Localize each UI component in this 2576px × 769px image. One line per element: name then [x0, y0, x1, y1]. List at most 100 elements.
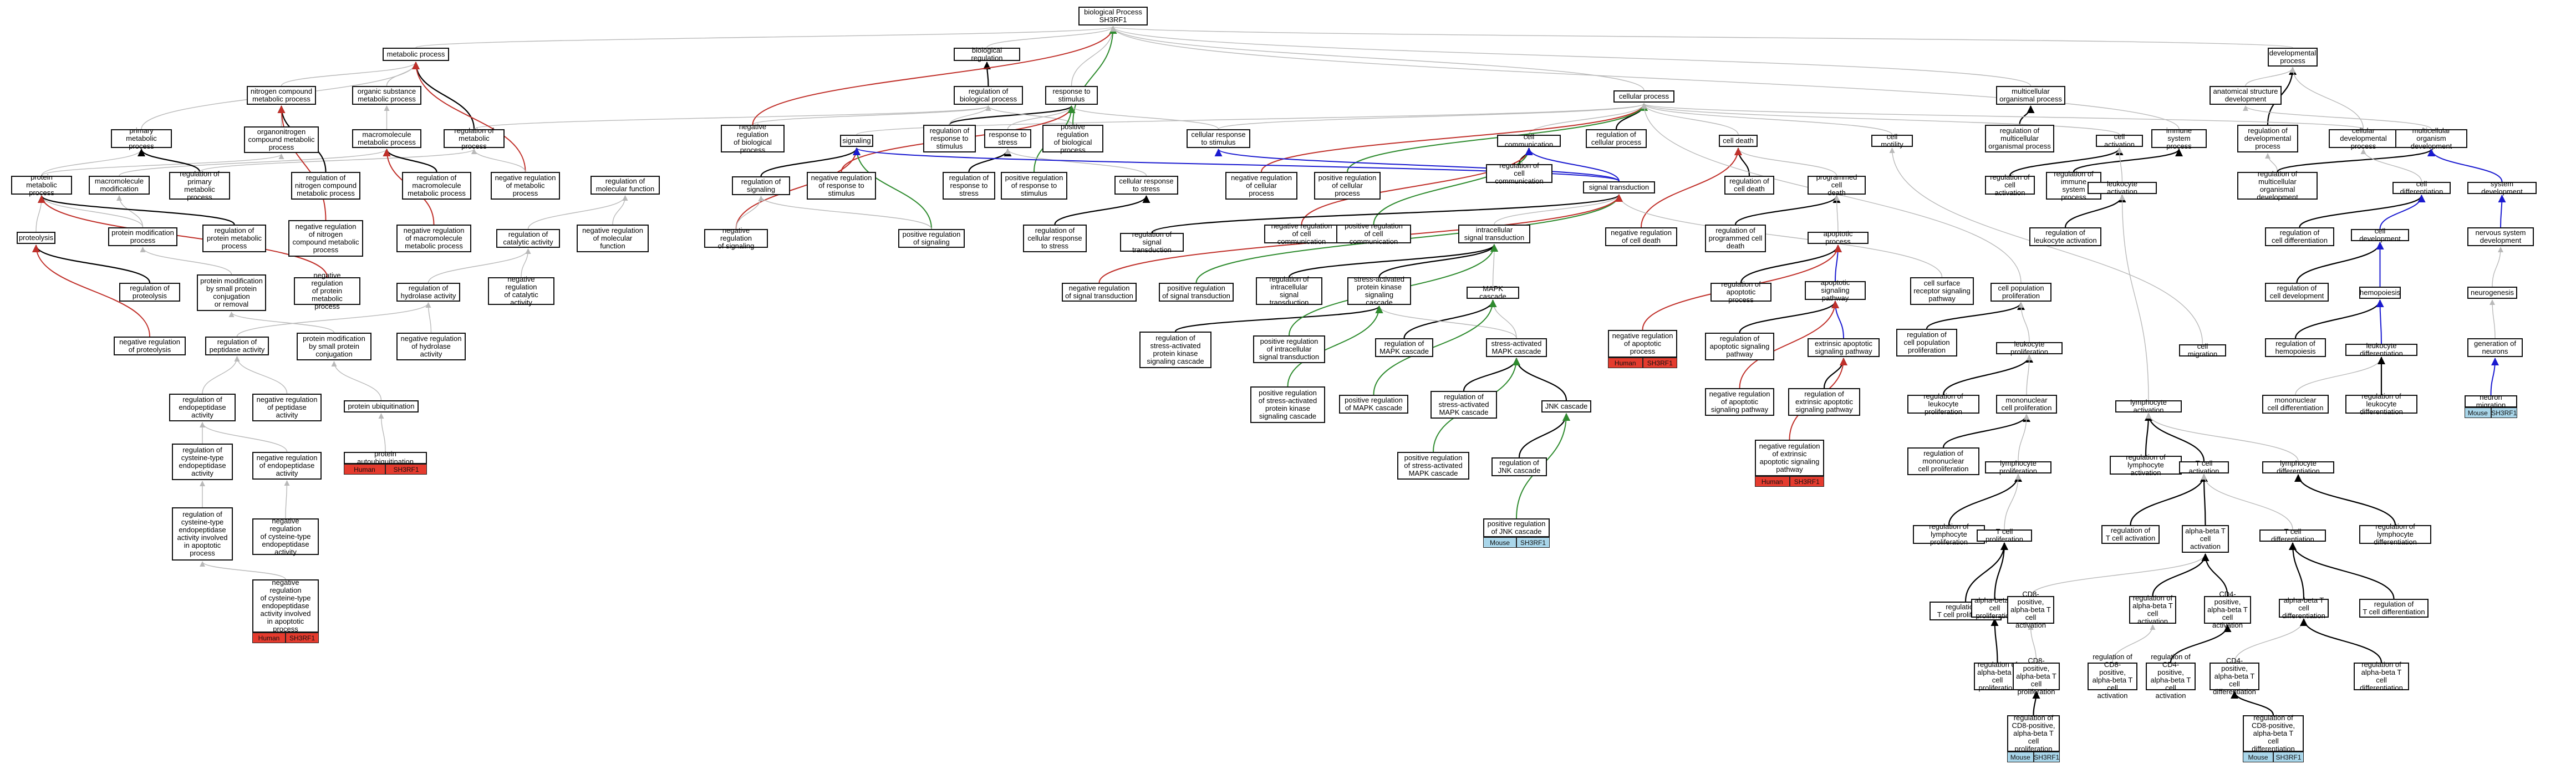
go-term-regulation-of-macromolecule-metabolic-process[interactable]: regulation of macromolecule metabolic pr… [402, 172, 471, 200]
go-term-negative-regulation-of-peptidase-activity[interactable]: negative regulation of peptidase activit… [252, 394, 322, 421]
go-term-regulation-of-cd4-positive-alpha-beta-t-cell-activation[interactable]: regulation of CD4-positive, alpha-beta T… [2146, 653, 2196, 700]
go-term-regulation-of-mononuclear-cell-proliferation[interactable]: regulation of mononuclear cell prolifera… [1907, 447, 1979, 475]
go-term-regulation-of-catalytic-activity[interactable]: regulation of catalytic activity [496, 229, 560, 248]
go-term-anatomical-structure-development[interactable]: anatomical structure development [2210, 86, 2282, 105]
go-term-cell-development[interactable]: cell development [2351, 227, 2409, 243]
go-term-jnk-cascade[interactable]: JNK cascade [1541, 400, 1591, 412]
go-term-cell-communication[interactable]: cell communication [1497, 133, 1561, 149]
go-term-positive-regulation-of-response-to-stimulus[interactable]: positive regulation of response to stimu… [1001, 172, 1067, 200]
go-term-leukocyte-differentiation[interactable]: leukocyte differentiation [2345, 342, 2417, 358]
go-term-negative-regulation-of-apoptotic-signaling-pathway[interactable]: negative regulation of apoptotic signali… [1705, 388, 1774, 416]
go-term-multicellular-organism-development[interactable]: multicellular organism development [2395, 127, 2467, 150]
go-term-t-cell-differentiation[interactable]: T cell differentiation [2259, 528, 2326, 543]
go-term-macromolecule-modification[interactable]: macromolecule modification [89, 176, 150, 195]
go-term-regulation-of-cd8-positive-alpha-beta-t-cell-proliferation[interactable]: regulation of CD8-positive, alpha-beta T… [2007, 714, 2060, 753]
go-term-neurogenesis[interactable]: neurogenesis [2467, 287, 2517, 299]
go-term-regulation-of-cell-development[interactable]: regulation of cell development [2265, 283, 2329, 302]
go-term-lymphocyte-differentiation[interactable]: lymphocyte differentiation [2262, 460, 2334, 475]
go-term-regulation-of-biological-process[interactable]: regulation of biological process [954, 86, 1023, 105]
go-term-regulation-of-hydrolase-activity[interactable]: regulation of hydrolase activity [396, 283, 460, 302]
go-term-cd8-positive-alpha-beta-t-cell-proliferation[interactable]: CD8-positive, alpha-beta T cell prolifer… [2013, 657, 2060, 696]
go-term-positive-regulation-of-signaling[interactable]: positive regulation of signaling [898, 229, 965, 248]
go-term-negative-regulation-of-proteolysis[interactable]: negative regulation of proteolysis [114, 337, 186, 355]
go-term-positive-regulation-of-signal-transduction[interactable]: positive regulation of signal transducti… [1159, 283, 1234, 302]
go-term-regulation-of-t-cell-activation[interactable]: regulation of T cell activation [2101, 525, 2160, 544]
go-term-regulation-of-cysteine-type-endopeptidase-activity[interactable]: regulation of cysteine-type endopeptidas… [172, 444, 233, 480]
go-term-response-to-stimulus[interactable]: response to stimulus [1045, 86, 1098, 105]
go-term-mapk-cascade[interactable]: MAPK cascade [1467, 285, 1519, 301]
go-term-regulation-of-cell-differentiation[interactable]: regulation of cell differentiation [2265, 227, 2334, 246]
go-term-protein-modification-by-small-protein-conjugation[interactable]: protein modification by small protein co… [297, 333, 371, 360]
go-term-regulation-of-nitrogen-compound-metabolic-process[interactable]: regulation of nitrogen compound metaboli… [291, 172, 360, 200]
go-term-negative-regulation-of-response-to-stimulus[interactable]: negative regulation of response to stimu… [807, 172, 876, 200]
go-term-positive-regulation-of-biological-process[interactable]: positive regulation of biological proces… [1042, 123, 1103, 154]
go-term-regulation-of-cysteine-type-endopeptidase-activity-involved-in-apoptotic-process[interactable]: regulation of cysteine-type endopeptidas… [172, 507, 233, 561]
go-term-regulation-of-alpha-beta-t-cell-activation[interactable]: regulation of alpha-beta T cell activati… [2129, 594, 2176, 625]
go-term-alpha-beta-t-cell-differentiation[interactable]: alpha-beta T cell differentiation [2279, 597, 2329, 620]
go-term-regulation-of-extrinsic-apoptotic-signaling-pathway[interactable]: regulation of extrinsic apoptotic signal… [1788, 388, 1860, 416]
go-term-negative-regulation-of-hydrolase-activity[interactable]: negative regulation of hydrolase activit… [396, 333, 466, 360]
go-term-positive-regulation-of-mapk-cascade[interactable]: positive regulation of MAPK cascade [1339, 395, 1408, 414]
go-term-regulation-of-signaling[interactable]: regulation of signaling [732, 176, 790, 195]
go-term-regulation-of-intracellular-signal-transduction[interactable]: regulation of intracellular signal trans… [1256, 276, 1322, 307]
go-term-cell-motility[interactable]: cell motility [1871, 133, 1913, 149]
go-term-regulation-of-signal-transduction[interactable]: regulation of signal transduction [1120, 231, 1184, 254]
go-term-regulation-of-leukocyte-proliferation[interactable]: regulation of leukocyte proliferation [1907, 393, 1979, 416]
go-term-regulation-of-apoptotic-signaling-pathway[interactable]: regulation of apoptotic signaling pathwa… [1705, 333, 1774, 360]
go-term-negative-regulation-of-cell-communication[interactable]: negative regulation of cell communicatio… [1264, 222, 1339, 246]
go-term-regulation-of-stress-activated-protein-kinase-signaling-cascade[interactable]: regulation of stress-activated protein k… [1139, 332, 1211, 368]
go-term-protein-ubiquitination[interactable]: protein ubiquitination [344, 400, 419, 412]
go-term-negative-regulation-of-endopeptidase-activity[interactable]: negative regulation of endopeptidase act… [252, 452, 322, 480]
go-term-metabolic-process[interactable]: metabolic process [383, 48, 449, 61]
go-term-lymphocyte-activation[interactable]: lymphocyte activation [2115, 399, 2182, 414]
go-term-protein-autoubiquitination[interactable]: protein autoubiquitination [344, 450, 427, 466]
go-term-negative-regulation-of-cellular-process[interactable]: negative regulation of cellular process [1225, 172, 1297, 200]
go-term-nervous-system-development[interactable]: nervous system development [2467, 227, 2534, 246]
go-term-regulation-of-immune-system-process[interactable]: regulation of immune system process [2046, 170, 2101, 201]
go-term-regulation-of-cellular-process[interactable]: regulation of cellular process [1586, 129, 1647, 148]
go-term-regulation-of-alpha-beta-t-cell-differentiation[interactable]: regulation of alpha-beta T cell differen… [2354, 661, 2409, 692]
go-term-signaling[interactable]: signaling [840, 135, 873, 147]
go-term-positive-regulation-of-stress-activated-protein-kinase-signaling-cascade[interactable]: positive regulation of stress-activated … [1250, 386, 1325, 423]
go-term-t-cell-activation[interactable]: T cell activation [2179, 460, 2229, 475]
go-term-regulation-of-mapk-cascade[interactable]: regulation of MAPK cascade [1375, 338, 1433, 357]
go-term-regulation-of-multicellular-organismal-development[interactable]: regulation of multicellular organismal d… [2237, 170, 2318, 201]
go-term-protein-modification-by-small-protein-conjugation-or-removal[interactable]: protein modification by small protein co… [197, 274, 266, 311]
go-term-negative-regulation-of-signaling[interactable]: negative regulation of signaling [704, 227, 768, 250]
go-term-negative-regulation-of-cysteine-type-endopeptidase-activity[interactable]: negative regulation of cysteine-type end… [252, 517, 319, 556]
go-term-organic-substance-metabolic-process[interactable]: organic substance metabolic process [352, 86, 421, 105]
go-term-programmed-cell-death[interactable]: programmed cell death [1808, 174, 1866, 197]
go-term-protein-modification-process[interactable]: protein modification process [108, 227, 177, 246]
go-term-cell-migration[interactable]: cell migration [2179, 343, 2226, 358]
go-term-hemopoiesis[interactable]: hemopoiesis [2359, 287, 2401, 299]
go-term-immune-system-process[interactable]: immune system process [2151, 127, 2207, 150]
go-term-regulation-of-cell-activation[interactable]: regulation of cell activation [1985, 174, 2035, 197]
go-term-positive-regulation-of-cellular-process[interactable]: positive regulation of cellular process [1314, 172, 1381, 200]
go-term-regulation-of-apoptotic-process[interactable]: regulation of apoptotic process [1710, 281, 1771, 304]
go-term-extrinsic-apoptotic-signaling-pathway[interactable]: extrinsic apoptotic signaling pathway [1808, 338, 1880, 357]
go-term-proteolysis[interactable]: proteolysis [17, 232, 55, 244]
go-term-cd4-positive-alpha-beta-t-cell-differentiation[interactable]: CD4-positive, alpha-beta T cell differen… [2210, 657, 2259, 696]
go-term-cell-differentiation[interactable]: cell differentiation [2392, 180, 2451, 196]
go-term-macromolecule-metabolic-process[interactable]: macromolecule metabolic process [352, 129, 421, 148]
go-term-regulation-of-lymphocyte-differentiation[interactable]: regulation of lymphocyte differentiation [2359, 523, 2431, 546]
go-term-developmental-process[interactable]: developmental process [2268, 48, 2318, 67]
go-term-positive-regulation-of-jnk-cascade[interactable]: positive regulation of JNK cascade [1483, 518, 1550, 537]
go-term-alpha-beta-t-cell-activation[interactable]: alpha-beta T cell activation [2182, 525, 2229, 553]
go-term-apoptotic-process[interactable]: apoptotic process [1808, 230, 1869, 246]
go-term-regulation-of-proteolysis[interactable]: regulation of proteolysis [119, 283, 180, 302]
go-term-cellular-response-to-stimulus[interactable]: cellular response to stimulus [1187, 129, 1250, 148]
go-term-negative-regulation-of-extrinsic-apoptotic-signaling-pathway[interactable]: negative regulation of extrinsic apoptot… [1755, 440, 1824, 476]
go-term-positive-regulation-of-cell-communication[interactable]: positive regulation of cell communicatio… [1336, 222, 1411, 246]
go-term-primary-metabolic-process[interactable]: primary metabolic process [111, 127, 172, 150]
go-term-negative-regulation-of-metabolic-process[interactable]: negative regulation of metabolic process [491, 172, 560, 200]
go-term-t-cell-proliferation[interactable]: T cell proliferation [1977, 528, 2032, 543]
go-term-stress-activated-mapk-cascade[interactable]: stress-activated MAPK cascade [1486, 338, 1547, 357]
go-term-positive-regulation-of-intracellular-signal-transduction[interactable]: positive regulation of intracellular sig… [1253, 335, 1325, 363]
go-term-cell-death[interactable]: cell death [1719, 135, 1758, 147]
go-term-regulation-of-cellular-response-to-stress[interactable]: regulation of cellular response to stres… [1023, 225, 1087, 252]
go-term-cellular-developmental-process[interactable]: cellular developmental process [2329, 127, 2398, 150]
go-term-cellular-process[interactable]: cellular process [1613, 90, 1674, 103]
go-term-negative-regulation-of-signal-transduction[interactable]: negative regulation of signal transducti… [1062, 283, 1137, 302]
go-term-cd4-positive-alpha-beta-t-cell-activation[interactable]: CD4-positive, alpha-beta T cell activati… [2204, 590, 2251, 629]
